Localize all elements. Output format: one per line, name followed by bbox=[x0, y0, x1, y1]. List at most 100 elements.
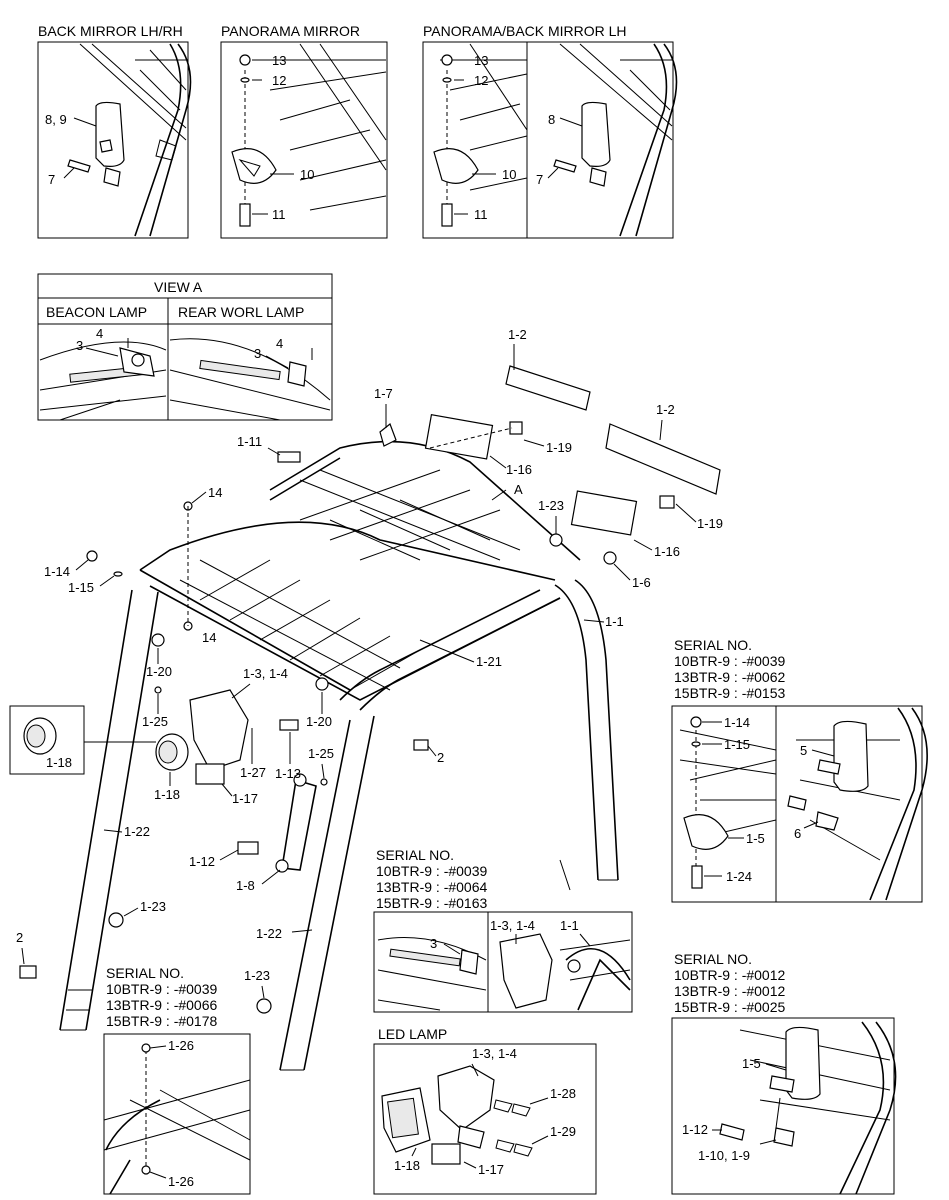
label-3b: 3 bbox=[254, 346, 261, 361]
label-1-22b: 1-22 bbox=[256, 926, 282, 941]
overhead-guard-assembly bbox=[9, 365, 721, 1071]
label-8-9: 8, 9 bbox=[45, 112, 67, 127]
label-1-26b: 1-26 bbox=[168, 1174, 194, 1189]
label-1-23: 1-23 bbox=[538, 498, 564, 513]
inset-back-mirror: BACK MIRROR LH/RH 8, 9 7 bbox=[37, 23, 192, 239]
label-1-11: 1-11 bbox=[237, 434, 262, 449]
label-1-5b: 1-5 bbox=[742, 1056, 761, 1071]
inset-title-panorama-back: PANORAMA/BACK MIRROR LH bbox=[423, 23, 627, 39]
label-7: 7 bbox=[48, 172, 55, 187]
inset-title-panorama: PANORAMA MIRROR bbox=[221, 23, 360, 39]
label-1-21: 1-21 bbox=[476, 654, 502, 669]
serial-3-line1: 10BTR-9 : -#0012 bbox=[674, 967, 785, 983]
label-1-12b: 1-12 bbox=[682, 1122, 708, 1137]
label-12b: 12 bbox=[474, 73, 488, 88]
label-14: 14 bbox=[208, 485, 222, 500]
label-1-19: 1-19 bbox=[546, 440, 572, 455]
label-1-19b: 1-19 bbox=[697, 516, 723, 531]
label-1-13: 1-13 bbox=[275, 766, 301, 781]
label-3c: 3 bbox=[430, 936, 437, 951]
label-1-25: 1-25 bbox=[142, 714, 168, 729]
label-1-16: 1-16 bbox=[506, 462, 532, 477]
serial-2-line2: 13BTR-9 : -#0064 bbox=[376, 879, 487, 895]
label-1-5: 1-5 bbox=[746, 831, 765, 846]
label-11: 11 bbox=[272, 207, 286, 222]
inset-panorama-back-mirror: PANORAMA/BACK MIRROR LH 13 12 10 11 8 7 bbox=[422, 23, 678, 239]
label-7b: 7 bbox=[536, 172, 543, 187]
serial-4-head: SERIAL NO. bbox=[106, 965, 184, 981]
beacon-lamp-title: BEACON LAMP bbox=[46, 304, 147, 320]
serial-3-line3: 15BTR-9 : -#0025 bbox=[674, 999, 785, 1015]
label-1-7: 1-7 bbox=[374, 386, 393, 401]
label-3: 3 bbox=[76, 338, 83, 353]
label-1-2b: 1-2 bbox=[656, 402, 675, 417]
label-1-26: 1-26 bbox=[168, 1038, 194, 1053]
label-1-18: 1-18 bbox=[46, 755, 72, 770]
label-1-10-1-9: 1-10, 1-9 bbox=[698, 1148, 750, 1163]
rear-work-lamp-title: REAR WORL LAMP bbox=[178, 304, 304, 320]
label-5: 5 bbox=[800, 743, 807, 758]
label-14b: 14 bbox=[202, 630, 216, 645]
label-10: 10 bbox=[300, 167, 314, 182]
serial-1-line3: 15BTR-9 : -#0153 bbox=[674, 685, 785, 701]
label-1-23b: 1-23 bbox=[140, 899, 166, 914]
label-1-12: 1-12 bbox=[189, 854, 215, 869]
label-10b: 10 bbox=[502, 167, 516, 182]
main-labels: 1-2 1-2 1-7 1-11 1-19 1-16 A 14 1-23 1-1… bbox=[16, 327, 723, 999]
label-1-3-1-4b: 1-3, 1-4 bbox=[490, 918, 535, 933]
label-4b: 4 bbox=[276, 336, 283, 351]
label-1-27: 1-27 bbox=[240, 765, 266, 780]
serial-2-line3: 15BTR-9 : -#0163 bbox=[376, 895, 487, 911]
inset-title-back-mirror: BACK MIRROR LH/RH bbox=[38, 23, 183, 39]
label-1-14: 1-14 bbox=[44, 564, 70, 579]
label-1-3-1-4: 1-3, 1-4 bbox=[243, 666, 288, 681]
serial-inset-1: SERIAL NO. 10BTR-9 : -#0039 13BTR-9 : -#… bbox=[671, 637, 928, 903]
serial-3-head: SERIAL NO. bbox=[674, 951, 752, 967]
label-4: 4 bbox=[96, 326, 103, 341]
label-A: A bbox=[514, 482, 523, 497]
serial-inset-3: SERIAL NO. 10BTR-9 : -#0012 13BTR-9 : -#… bbox=[671, 951, 897, 1195]
view-a-title: VIEW A bbox=[154, 279, 203, 295]
serial-1-head: SERIAL NO. bbox=[674, 637, 752, 653]
serial-1-line1: 10BTR-9 : -#0039 bbox=[674, 653, 785, 669]
label-2b: 2 bbox=[16, 930, 23, 945]
label-1-29: 1-29 bbox=[550, 1124, 576, 1139]
label-13: 13 bbox=[272, 53, 286, 68]
serial-3-line2: 13BTR-9 : -#0012 bbox=[674, 983, 785, 999]
label-1-18b: 1-18 bbox=[154, 787, 180, 802]
serial-2-head: SERIAL NO. bbox=[376, 847, 454, 863]
serial-4-line3: 15BTR-9 : -#0178 bbox=[106, 1013, 217, 1029]
label-1-2: 1-2 bbox=[508, 327, 527, 342]
label-1-3-1-4c: 1-3, 1-4 bbox=[472, 1046, 517, 1061]
serial-1-line2: 13BTR-9 : -#0062 bbox=[674, 669, 785, 685]
label-1-1b: 1-1 bbox=[560, 918, 579, 933]
serial-4-line1: 10BTR-9 : -#0039 bbox=[106, 981, 217, 997]
label-1-17b: 1-17 bbox=[478, 1162, 504, 1177]
label-1-24: 1-24 bbox=[726, 869, 752, 884]
serial-inset-2: SERIAL NO. 10BTR-9 : -#0039 13BTR-9 : -#… bbox=[373, 847, 633, 1013]
serial-4-line2: 13BTR-9 : -#0066 bbox=[106, 997, 217, 1013]
serial-inset-4: SERIAL NO. 10BTR-9 : -#0039 13BTR-9 : -#… bbox=[103, 965, 251, 1195]
label-1-6: 1-6 bbox=[632, 575, 651, 590]
label-6: 6 bbox=[794, 826, 801, 841]
label-1-25b: 1-25 bbox=[308, 746, 334, 761]
label-1-22: 1-22 bbox=[124, 824, 150, 839]
label-1-20: 1-20 bbox=[146, 664, 172, 679]
label-1-23c: 1-23 bbox=[244, 968, 270, 983]
label-1-28: 1-28 bbox=[550, 1086, 576, 1101]
label-11b: 11 bbox=[474, 207, 488, 222]
led-lamp-title: LED LAMP bbox=[378, 1026, 447, 1042]
serial-2-line1: 10BTR-9 : -#0039 bbox=[376, 863, 487, 879]
label-1-17: 1-17 bbox=[232, 791, 258, 806]
inset-view-a: VIEW A BEACON LAMP REAR WORL LAMP 4 3 4 … bbox=[37, 273, 333, 421]
label-1-14b: 1-14 bbox=[724, 715, 750, 730]
label-1-16b: 1-16 bbox=[654, 544, 680, 559]
label-1-15b: 1-15 bbox=[724, 737, 750, 752]
label-1-15: 1-15 bbox=[68, 580, 94, 595]
label-2: 2 bbox=[437, 750, 444, 765]
label-8: 8 bbox=[548, 112, 555, 127]
label-1-20b: 1-20 bbox=[306, 714, 332, 729]
inset-panorama-mirror: PANORAMA MIRROR 13 12 10 11 bbox=[220, 23, 388, 239]
